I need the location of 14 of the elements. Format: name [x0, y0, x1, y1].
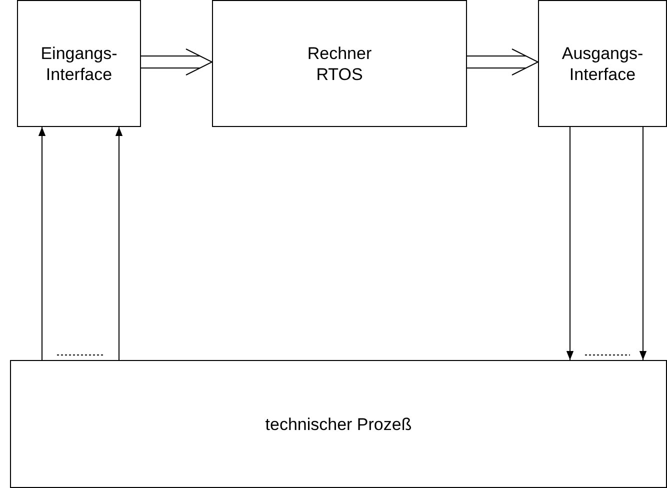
process-box — [538, 0, 667, 127]
box-label: technischer Prozeß — [265, 414, 412, 434]
arrow — [115, 126, 123, 360]
process-box — [212, 0, 467, 127]
box-label: Eingangs- Interface — [40, 42, 118, 84]
process-box — [10, 360, 667, 488]
arrow — [639, 126, 647, 360]
box-label: Rechner RTOS — [306, 42, 373, 84]
box-label: Ausgangs- Interface — [560, 42, 644, 84]
arrow — [38, 126, 46, 360]
process-box — [17, 0, 141, 127]
double-arrow — [466, 48, 540, 76]
double-arrow — [140, 48, 214, 76]
arrow — [566, 126, 574, 360]
